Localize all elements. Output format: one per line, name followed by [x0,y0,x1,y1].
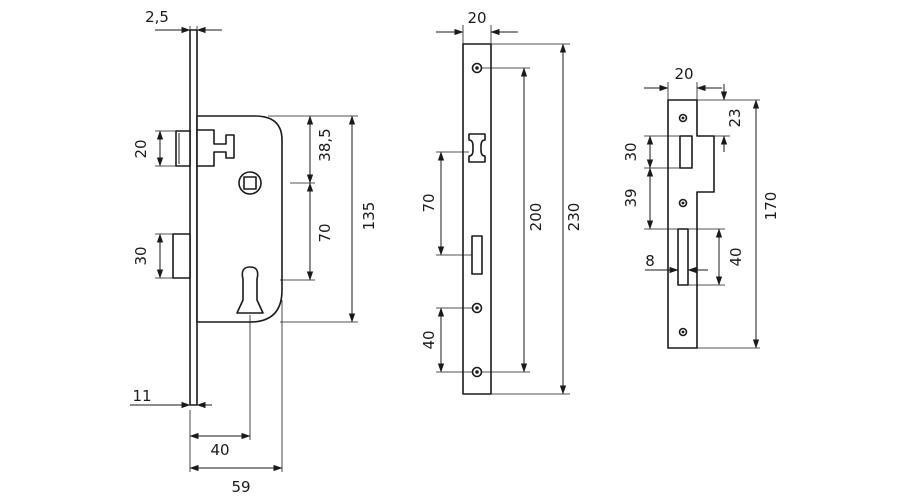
dim-faceplate-thickness: 2,5 [145,8,169,26]
dim-case-depth: 59 [231,478,250,496]
dim-hole-spacing: 200 [527,203,545,232]
faceplate-screw-hole-middle [471,302,483,314]
faceplate-latch-opening [468,133,486,163]
strike-plate-drawing: 20 23 30 39 40 170 8 [622,65,780,349]
dim-backset: 40 [210,441,229,459]
strike-screw-hole-top [678,113,688,123]
dim-faceplate-offset: 11 [132,387,151,405]
dim-latch-height: 20 [132,139,150,158]
strike-bolt-opening [677,228,689,286]
dim-case-height: 135 [360,202,378,231]
faceplate-bolt-opening [471,235,483,275]
dim-deadbolt-height: 30 [132,246,150,265]
dim-latch-to-bolt: 70 [420,193,438,212]
strike-screw-hole-middle [678,198,688,208]
faceplate-screw-hole-bottom [471,366,483,378]
faceplate-drawing: 20 70 40 200 230 [420,9,583,395]
dim-latch-to-spindle: 38,5 [316,128,334,161]
strike-latch-opening [679,135,693,169]
latch-bolt [175,130,191,167]
lock-faceplate [189,29,198,406]
dim-strike-latch-opening: 30 [622,142,640,161]
dim-strike-top-offset: 23 [726,108,744,127]
dim-faceplate-length: 230 [565,203,583,232]
faceplate-outline [462,43,492,395]
dim-spindle-to-cylinder: 70 [316,223,334,242]
dim-strike-width: 20 [674,65,693,83]
dim-lower-hole-spacing: 40 [420,330,438,349]
deadbolt [172,233,191,279]
dim-strike-length: 170 [762,192,780,221]
dim-faceplate-width: 20 [467,9,486,27]
faceplate-screw-hole-top [471,62,483,74]
spindle-hub [238,171,262,195]
cylinder-cutout [236,266,264,314]
lock-case [196,115,283,323]
strike-screw-hole-bottom [678,327,688,337]
spindle-square-hole [243,176,257,190]
lock-body-drawing: 2,5 20 38,5 70 135 30 11 40 59 [130,8,378,496]
latch-mechanism [197,129,235,167]
dim-strike-gap: 39 [622,188,640,207]
dim-strike-bolt-opening-width: 8 [645,252,655,270]
dim-strike-bolt-opening: 40 [727,247,745,266]
